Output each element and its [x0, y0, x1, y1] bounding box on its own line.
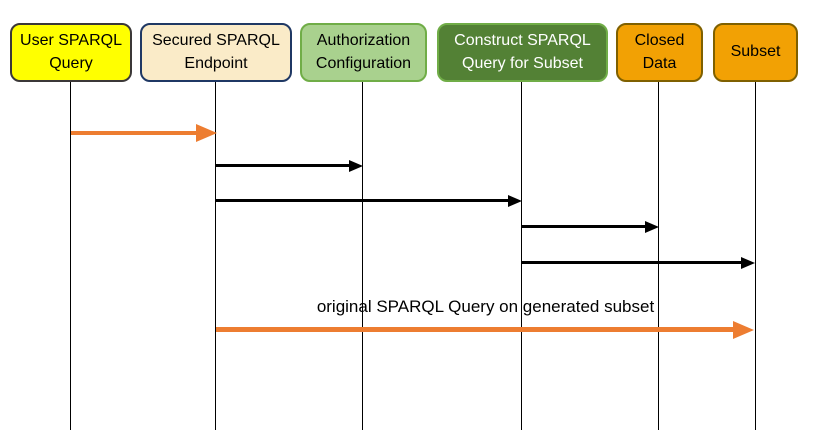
actor-label: Construct SPARQL Query for Subset	[454, 32, 591, 72]
actor-box-secured-sparql-endpoint: Secured SPARQL Endpoint	[140, 23, 292, 82]
actor-label: User SPARQL Query	[20, 32, 122, 72]
lifeline-user-sparql-query	[70, 82, 71, 430]
lifeline-closed-data	[658, 82, 659, 430]
message-label-original-sparql-query: original SPARQL Query on generated subse…	[316, 297, 655, 316]
arrow-endpoint-to-construct-query	[216, 199, 508, 202]
arrow-endpoint-to-subset-original-query	[216, 327, 733, 332]
arrow-endpoint-to-authorization-configuration	[216, 164, 349, 167]
actor-box-authorization-configuration: Authorization Configuration	[300, 23, 427, 82]
lifeline-secured-sparql-endpoint	[215, 82, 216, 430]
actor-label: Subset	[730, 43, 781, 61]
lifeline-construct-sparql-query	[521, 82, 522, 430]
arrow-user-query-to-endpoint	[71, 131, 196, 135]
actor-box-user-sparql-query: User SPARQL Query	[10, 23, 132, 82]
actor-box-subset: Subset	[713, 23, 798, 82]
actor-label: Closed Data	[634, 32, 685, 72]
actor-box-closed-data: Closed Data	[616, 23, 703, 82]
arrow-construct-query-to-subset	[522, 261, 741, 264]
lifeline-subset	[755, 82, 756, 430]
lifeline-authorization-configuration	[362, 82, 363, 430]
actor-label: Authorization Configuration	[315, 32, 412, 72]
arrow-construct-query-to-closed-data	[522, 225, 645, 228]
actor-label: Secured SPARQL Endpoint	[152, 32, 280, 72]
actor-box-construct-sparql-query-for-subset: Construct SPARQL Query for Subset	[437, 23, 608, 82]
